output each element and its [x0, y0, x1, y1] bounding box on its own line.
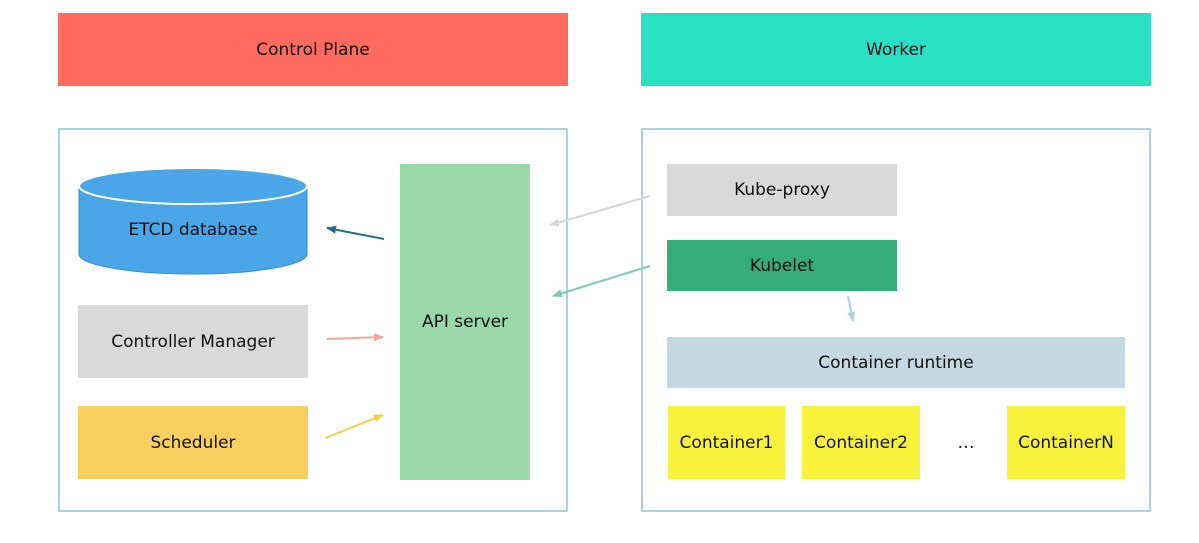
control-plane-header-label: Control Plane	[256, 39, 370, 60]
container-box-n: ContainerN	[1007, 406, 1125, 479]
worker-header-label: Worker	[866, 39, 926, 60]
kube-proxy-box: Kube-proxy	[667, 164, 897, 216]
container-box-2: Container2	[802, 406, 920, 479]
container-box-1: Container1	[668, 406, 785, 479]
container-ellipsis: …	[957, 432, 975, 453]
container-runtime-label: Container runtime	[818, 352, 974, 373]
control-plane-header: Control Plane	[58, 13, 568, 86]
api-server-label: API server	[421, 312, 509, 332]
controller-manager-label: Controller Manager	[111, 331, 275, 352]
scheduler-label: Scheduler	[150, 432, 236, 453]
arrow-kubelet-to-api	[552, 265, 651, 298]
etcd-database-cylinder	[78, 167, 308, 275]
arrow-controller-manager-to-api	[326, 333, 384, 342]
container-runtime-box: Container runtime	[667, 337, 1125, 388]
kubelet-box: Kubelet	[667, 240, 897, 291]
controller-manager-box: Controller Manager	[78, 305, 308, 378]
arrow-api-to-etcd	[326, 225, 385, 240]
arrow-kubelet-to-runtime	[847, 295, 856, 322]
api-server-box: API server	[400, 164, 530, 480]
arrow-scheduler-to-api	[324, 414, 384, 439]
scheduler-box: Scheduler	[78, 406, 308, 479]
etcd-database-label: ETCD database	[128, 220, 258, 240]
kube-proxy-label: Kube-proxy	[734, 180, 830, 200]
worker-header: Worker	[641, 13, 1151, 86]
kubelet-label: Kubelet	[749, 255, 815, 276]
arrow-kube-proxy-to-api	[549, 195, 651, 227]
